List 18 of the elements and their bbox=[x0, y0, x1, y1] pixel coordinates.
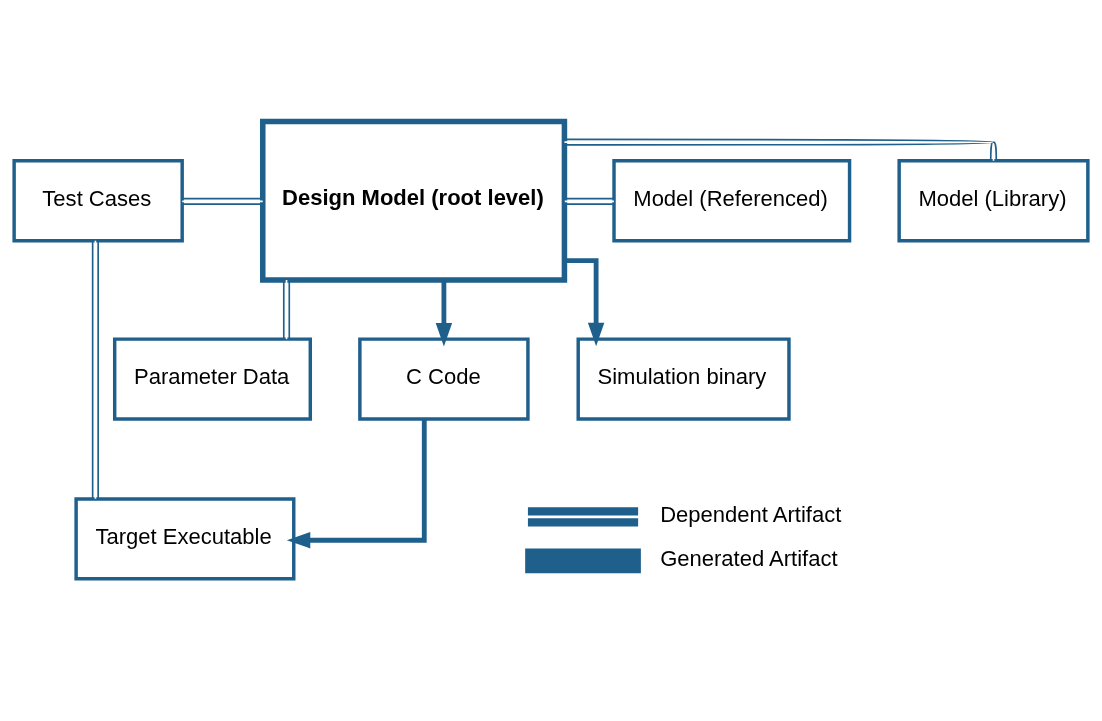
connector bbox=[181, 197, 264, 205]
legend-label: Generated Artifact bbox=[660, 546, 838, 572]
node-box: Test Cases bbox=[12, 159, 184, 243]
node-box: Simulation binary bbox=[576, 337, 791, 421]
node-box: Design Model (root level) bbox=[260, 118, 568, 283]
node-box: Target Executable bbox=[74, 497, 296, 581]
arrow bbox=[435, 280, 453, 347]
node-box: C Code bbox=[358, 337, 530, 421]
arrow bbox=[564, 258, 605, 347]
node-box: Model (Library) bbox=[897, 159, 1090, 243]
connector bbox=[91, 240, 99, 500]
node-box: Parameter Data bbox=[112, 337, 312, 421]
legend-label: Dependent Artifact bbox=[660, 502, 842, 528]
node-box: Model (Referenced) bbox=[612, 159, 852, 243]
connector bbox=[282, 279, 291, 340]
connector bbox=[563, 197, 615, 205]
arrow bbox=[286, 419, 427, 549]
connector bbox=[563, 138, 998, 162]
